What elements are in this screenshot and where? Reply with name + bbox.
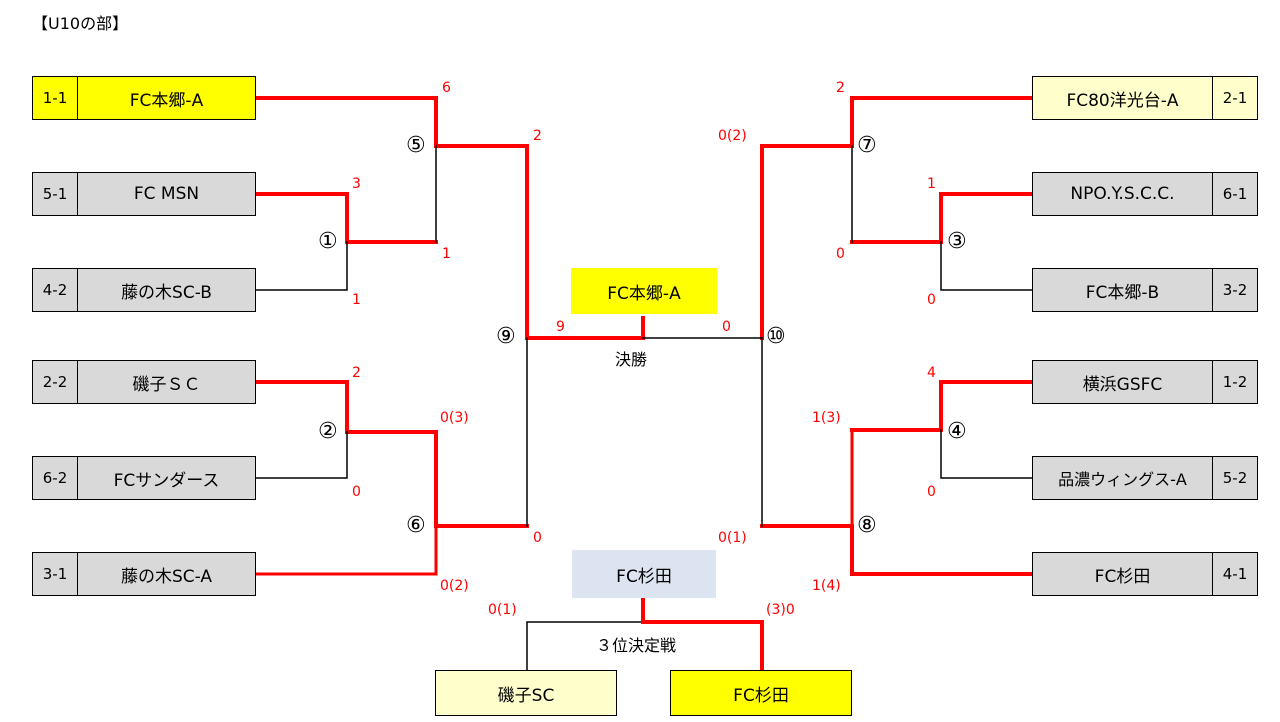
line-third-lose	[526, 621, 644, 671]
team-name: 藤の木SC-B	[121, 282, 212, 303]
score-l3: 1	[352, 292, 361, 308]
team-name: FC MSN	[133, 184, 200, 204]
score-r5: 0	[927, 484, 936, 500]
line-l2-win	[254, 192, 438, 244]
seed-label: 2-1	[1212, 77, 1257, 119]
team-l1: 1-1 FC本郷-A	[32, 76, 256, 120]
seed-label: 3-1	[33, 553, 78, 595]
match-number-10: ⑩	[766, 324, 786, 349]
line-r3-lose	[940, 241, 1033, 291]
line-l4-win	[254, 380, 438, 434]
team-r2: 6-1 NPO.Y.S.C.C.	[1032, 172, 1258, 216]
seed-label: 5-1	[33, 173, 78, 215]
team-name: FC80洋光台-A	[1066, 90, 1179, 111]
line-r5-lose	[940, 429, 1033, 479]
score-r6: 1(4)	[812, 578, 841, 594]
team-r5: 5-2 品濃ウィングス-A	[1032, 456, 1258, 500]
team-name: FC杉田	[1094, 566, 1151, 587]
seed-label: 1-1	[33, 77, 78, 119]
third-place-left-team: 磯子SC	[435, 670, 617, 716]
team-name: 品濃ウィングス-A	[1058, 470, 1187, 489]
score-l2: 3	[352, 176, 361, 192]
team-name: FC本郷-B	[1085, 282, 1160, 303]
score-m4-out: 1(3)	[812, 410, 841, 426]
line-m5-win	[525, 144, 645, 340]
score-final-right: 0	[722, 319, 731, 335]
team-r3: 3-2 FC本郷-B	[1032, 268, 1258, 312]
score-m8-out: 0(1)	[718, 530, 747, 546]
score-m3-out: 0	[836, 246, 845, 262]
line-r2-win	[850, 192, 1034, 244]
score-third-right: (3)0	[766, 602, 795, 618]
seed-label: 1-2	[1212, 361, 1257, 403]
score-m7-out: 0(2)	[718, 128, 747, 144]
line-third-win	[641, 598, 764, 672]
match-number-5: ⑤	[406, 133, 426, 158]
score-r4: 4	[927, 365, 936, 381]
match-number-9: ⑨	[496, 324, 516, 349]
seed-label: 4-2	[33, 269, 78, 311]
score-m5-out: 2	[533, 128, 542, 144]
champion-box: FC本郷-A	[571, 268, 717, 314]
line-l3-lose	[255, 241, 348, 291]
team-name: 藤の木SC-A	[120, 566, 213, 587]
line-r4-win	[850, 380, 1034, 432]
score-l4: 2	[352, 365, 361, 381]
team-l3: 4-2 藤の木SC-B	[32, 268, 256, 312]
team-l5: 6-2 FCサンダース	[32, 456, 256, 500]
seed-label: 6-2	[33, 457, 78, 499]
score-m1-out: 1	[442, 246, 451, 262]
score-l6: 0(2)	[440, 578, 469, 594]
seed-label: 5-2	[1212, 457, 1257, 499]
team-name: NPO.Y.S.C.C.	[1070, 184, 1175, 204]
line-l6-lose	[254, 524, 438, 576]
third-place-right-team: FC杉田	[670, 670, 852, 716]
team-name: FC本郷-A	[129, 90, 204, 111]
team-l2: 5-1 FC MSN	[32, 172, 256, 216]
team-name: FCサンダース	[113, 470, 220, 491]
score-r1: 2	[836, 80, 845, 96]
score-r3: 0	[927, 292, 936, 308]
team-r1: 2-1 FC80洋光台-A	[1032, 76, 1258, 120]
match-number-2: ②	[318, 419, 338, 444]
team-name: 横浜GSFC	[1082, 374, 1163, 395]
score-m2-out: 0(3)	[440, 410, 469, 426]
team-name: 磯子ＳＣ	[132, 374, 201, 395]
match-number-8: ⑧	[857, 513, 877, 538]
match-number-6: ⑥	[406, 513, 426, 538]
line-m2-win	[434, 430, 529, 528]
seed-label: 2-2	[33, 361, 78, 403]
seed-label: 4-1	[1212, 553, 1257, 595]
team-l4: 2-2 磯子ＳＣ	[32, 360, 256, 404]
match-number-3: ③	[947, 229, 967, 254]
seed-label: 3-2	[1212, 269, 1257, 311]
score-l1: 6	[442, 80, 451, 96]
third-place-label: ３位決定戦	[596, 636, 677, 655]
line-l1-win	[254, 96, 529, 148]
match-number-4: ④	[947, 419, 967, 444]
score-third-left: 0(1)	[488, 602, 517, 618]
line-l5-lose	[255, 431, 348, 479]
match-number-1: ①	[318, 229, 338, 254]
seed-label: 6-1	[1212, 173, 1257, 215]
score-m6-out: 0	[533, 530, 542, 546]
score-final-left: 9	[556, 319, 565, 335]
line-r6-win	[760, 524, 1034, 576]
final-label: 決勝	[615, 350, 648, 369]
page-title: 【U10の部】	[32, 14, 129, 33]
line-r1-win	[760, 96, 1034, 148]
team-r4: 1-2 横浜GSFC	[1032, 360, 1258, 404]
score-r2: 1	[927, 176, 936, 192]
match-number-7: ⑦	[857, 133, 877, 158]
team-l6: 3-1 藤の木SC-A	[32, 552, 256, 596]
score-l5: 0	[352, 484, 361, 500]
team-r6: 4-1 FC杉田	[1032, 552, 1258, 596]
third-place-winner-box: FC杉田	[572, 550, 716, 598]
